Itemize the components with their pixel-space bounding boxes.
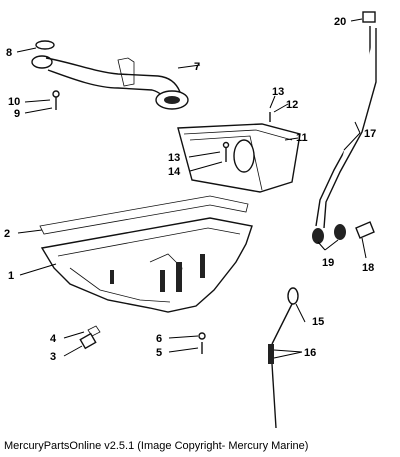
washer-10 bbox=[52, 90, 60, 98]
tube-cap-8 bbox=[35, 40, 55, 50]
callout-labels: 8 7 10 9 13 12 11 13 14 20 17 2 1 19 18 … bbox=[4, 16, 376, 363]
callout-16: 16 bbox=[304, 347, 316, 359]
callout-9: 9 bbox=[14, 108, 20, 120]
dipstick-tube-assembly bbox=[312, 11, 377, 244]
callout-17: 17 bbox=[364, 128, 376, 140]
drain-plug-assembly bbox=[79, 325, 101, 350]
callout-15: 15 bbox=[312, 316, 324, 328]
callout-1: 1 bbox=[8, 270, 14, 282]
callout-18: 18 bbox=[362, 262, 374, 274]
tube-grommet-19a bbox=[312, 228, 324, 244]
callout-3: 3 bbox=[50, 351, 56, 363]
tube-fitting-18 bbox=[355, 221, 375, 239]
tube-cap-20 bbox=[362, 11, 376, 23]
callout-14: 14 bbox=[168, 166, 181, 178]
baffle-11 bbox=[177, 112, 301, 193]
tube-upper-edge bbox=[45, 57, 181, 93]
dipstick-tube-17-inner bbox=[323, 28, 377, 229]
callout-10: 10 bbox=[8, 96, 20, 108]
callout-13a: 13 bbox=[272, 86, 284, 98]
dipstick-seals-16 bbox=[268, 344, 274, 364]
washer-6 bbox=[198, 332, 206, 340]
oil-pan-1 bbox=[40, 217, 253, 313]
callout-11: 11 bbox=[296, 132, 308, 144]
bolt-washer-assembly bbox=[198, 332, 206, 354]
callout-8: 8 bbox=[6, 47, 12, 59]
baffle-opening bbox=[233, 139, 255, 173]
callout-20: 20 bbox=[334, 16, 346, 28]
exploded-parts-diagram: 8 7 10 9 13 12 11 13 14 20 17 2 1 19 18 … bbox=[4, 11, 377, 429]
oil-pan-gasket-2 bbox=[39, 195, 249, 235]
drain-plug-3 bbox=[79, 332, 97, 350]
dipstick-handle-15 bbox=[287, 287, 299, 305]
leader-lines bbox=[16, 18, 367, 359]
drain-plug-gasket-4 bbox=[87, 325, 101, 337]
copyright-footer: MercuryPartsOnline v2.5.1 (Image Copyrig… bbox=[4, 440, 309, 452]
callout-4: 4 bbox=[50, 333, 57, 345]
callout-7: 7 bbox=[194, 61, 200, 73]
callout-5: 5 bbox=[156, 347, 162, 359]
dipstick-assembly bbox=[268, 287, 299, 429]
callout-19: 19 bbox=[322, 257, 334, 269]
tube-bracket bbox=[117, 57, 135, 87]
callout-2: 2 bbox=[4, 228, 10, 240]
dipstick-blade bbox=[271, 363, 277, 429]
tube-flange bbox=[31, 55, 53, 69]
callout-6: 6 bbox=[156, 333, 162, 345]
callout-13b: 13 bbox=[168, 152, 180, 164]
oil-fill-tube-assembly bbox=[31, 40, 189, 110]
tube-grommet-19b bbox=[334, 224, 346, 240]
callout-12: 12 bbox=[286, 99, 298, 111]
